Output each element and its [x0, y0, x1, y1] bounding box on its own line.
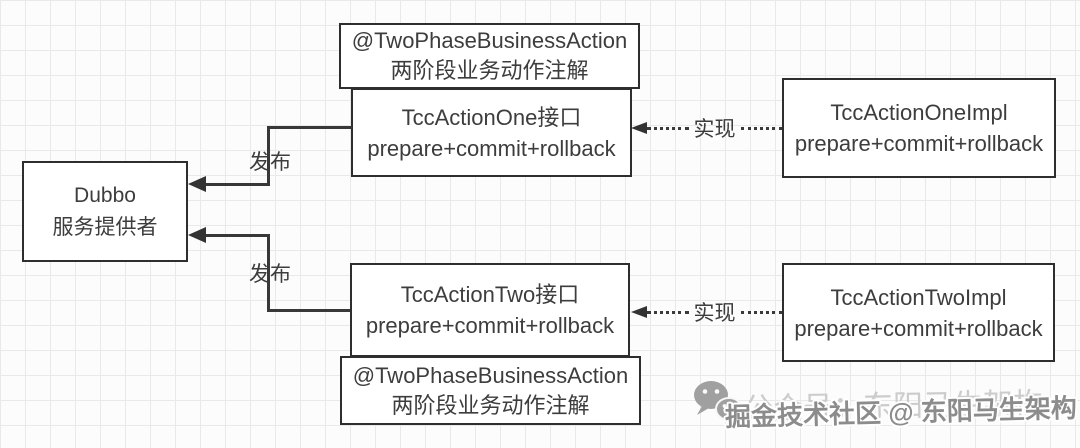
arrowhead-left-icon [631, 122, 647, 134]
node-annotation-bottom-line1: @TwoPhaseBusinessAction [352, 362, 629, 388]
arrowhead-left-icon [188, 176, 206, 192]
node-dubbo-service-provider: Dubbo 服务提供者 [22, 161, 188, 262]
node-dubbo-line2: 服务提供者 [52, 215, 158, 239]
watermark-juejin-text: 掘金技术社区 @ 东阳马生架构 [724, 392, 1078, 432]
dotted-line [647, 126, 689, 130]
publish-edge-two-segment [204, 234, 269, 237]
publish-edge-two-segment [268, 309, 350, 312]
node-annotation-top-line2: 两阶段业务动作注解 [390, 58, 589, 83]
node-interface-one-line2: prepare+commit+rollback [367, 135, 616, 161]
node-dubbo-line1: Dubbo [74, 183, 136, 207]
node-impl-two-line2: prepare+commit+rollback [794, 315, 1043, 341]
node-impl-one-line2: prepare+commit+rollback [794, 131, 1044, 156]
node-annotation-bottom-line2: 两阶段业务动作注解 [391, 392, 590, 418]
realize-edge-one: 实现 [631, 115, 782, 141]
node-interface-two-line1: TccActionTwo接口 [400, 282, 580, 307]
dotted-line [740, 310, 782, 314]
realize-edge-two: 实现 [631, 299, 782, 325]
node-tcc-action-one-interface: TccActionOne接口 prepare+commit+rollback [351, 88, 632, 177]
node-two-phase-annotation-top: @TwoPhaseBusinessAction 两阶段业务动作注解 [339, 23, 640, 89]
node-interface-one-line1: TccActionOne接口 [401, 104, 582, 130]
dotted-line [647, 310, 689, 314]
node-annotation-top-line1: @TwoPhaseBusinessAction [351, 28, 628, 53]
node-two-phase-annotation-bottom: @TwoPhaseBusinessAction 两阶段业务动作注解 [340, 356, 641, 425]
arrowhead-left-icon [188, 227, 206, 243]
node-impl-one-line1: TccActionOneImpl [830, 100, 1008, 125]
node-impl-two-line1: TccActionTwoImpl [830, 284, 1007, 310]
publish-edge-two-label: 发布 [249, 263, 291, 286]
node-interface-two-line2: prepare+commit+rollback [365, 313, 615, 338]
publish-edge-one-segment [204, 183, 269, 186]
dotted-line [740, 126, 782, 130]
publish-edge-one-segment [268, 126, 352, 129]
publish-edge-two-segment [267, 234, 270, 312]
publish-edge-one-label: 发布 [249, 151, 291, 174]
publish-edge-one-segment [267, 126, 270, 186]
wechat-icon [694, 381, 743, 425]
node-tcc-action-one-impl: TccActionOneImpl prepare+commit+rollback [782, 78, 1056, 178]
arrowhead-left-icon [631, 306, 647, 318]
realize-edge-one-label: 实现 [693, 118, 736, 141]
node-tcc-action-two-interface: TccActionTwo接口 prepare+commit+rollback [350, 263, 630, 357]
realize-edge-two-label: 实现 [693, 302, 736, 325]
node-tcc-action-two-impl: TccActionTwoImpl prepare+commit+rollback [782, 263, 1055, 362]
